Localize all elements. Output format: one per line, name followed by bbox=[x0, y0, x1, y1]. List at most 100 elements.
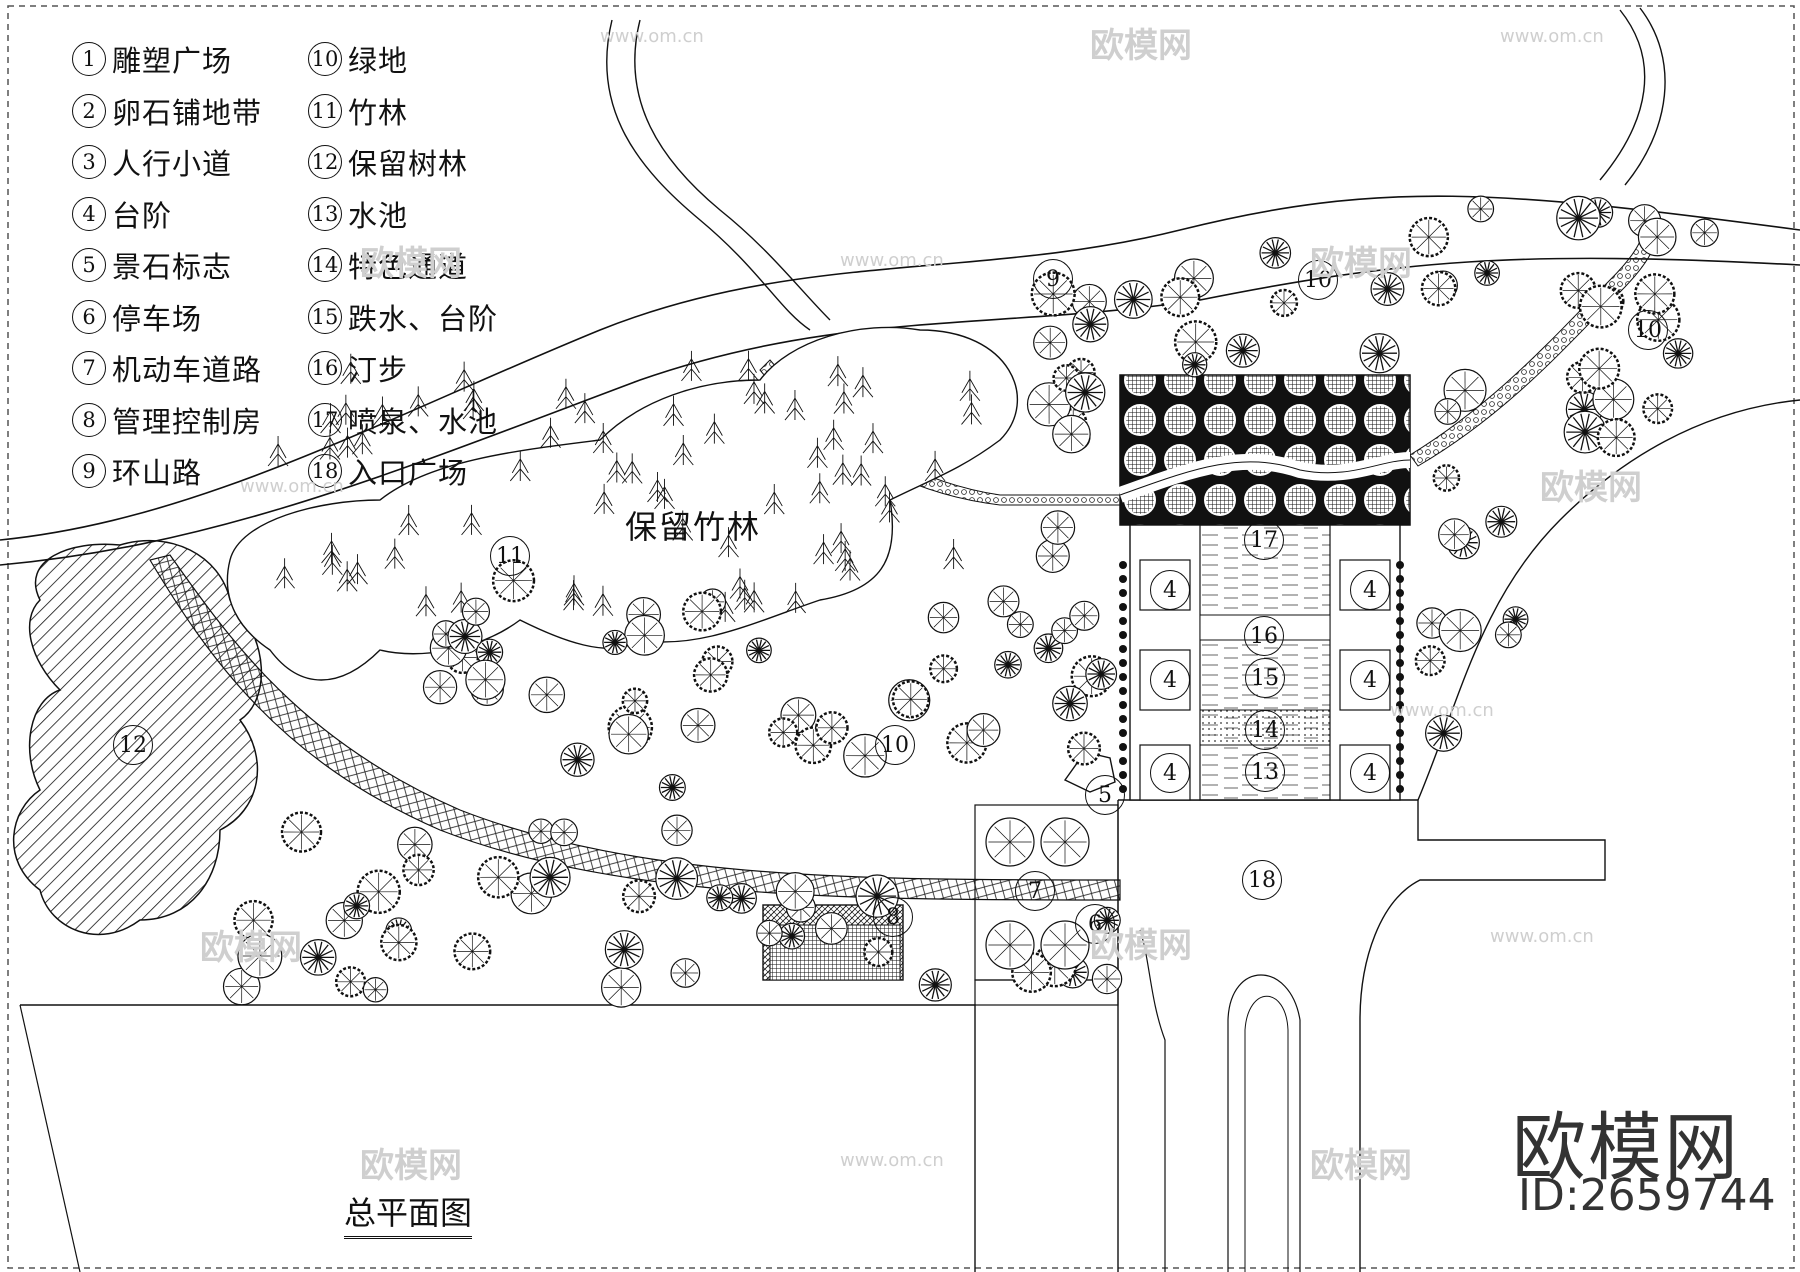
bollard bbox=[1396, 687, 1404, 695]
legend-number: 17 bbox=[308, 402, 342, 437]
bamboo-symbol bbox=[834, 540, 856, 572]
bollard bbox=[1119, 771, 1127, 779]
watermark-brand: 欧模网 bbox=[1512, 1105, 1740, 1191]
callout-marker: 4 bbox=[1350, 753, 1390, 793]
bamboo-symbol bbox=[453, 361, 475, 392]
tree-symbol bbox=[1637, 217, 1677, 257]
bamboo-symbol bbox=[593, 483, 615, 515]
tree-symbol bbox=[1091, 963, 1123, 995]
bollard bbox=[1396, 631, 1404, 639]
tree-symbol bbox=[778, 922, 806, 950]
tree-symbol bbox=[1113, 280, 1153, 319]
bollard bbox=[1396, 743, 1404, 751]
bollard bbox=[1119, 757, 1127, 765]
legend-number: 9 bbox=[72, 454, 106, 488]
tree-symbol bbox=[928, 654, 959, 684]
legend-number: 15 bbox=[308, 299, 342, 334]
tree-symbol bbox=[767, 717, 799, 748]
bamboo-symbol bbox=[415, 586, 437, 617]
bamboo-symbol bbox=[704, 413, 725, 444]
bollard bbox=[1396, 645, 1404, 653]
bamboo-symbol bbox=[850, 455, 872, 486]
bamboo-symbol bbox=[592, 585, 614, 617]
tree-symbol bbox=[621, 687, 649, 715]
callout-marker: 16 bbox=[1244, 616, 1284, 656]
tree-symbol bbox=[528, 676, 566, 714]
legend-label: 人行小道 bbox=[112, 147, 233, 181]
tree-symbol bbox=[1259, 237, 1292, 269]
tree-symbol bbox=[658, 773, 686, 801]
tree-symbol bbox=[624, 614, 665, 656]
tree-symbol bbox=[987, 585, 1020, 618]
bamboo-symbol bbox=[830, 523, 852, 554]
bollard bbox=[1119, 603, 1127, 611]
tree-symbol bbox=[343, 892, 371, 920]
watermark-brand-faint: 欧模网 bbox=[1090, 26, 1192, 66]
bollard bbox=[1396, 701, 1404, 709]
bamboo-symbol bbox=[874, 476, 896, 507]
legend-number: 6 bbox=[72, 299, 106, 334]
callout-marker: 17 bbox=[1244, 520, 1284, 560]
tree-symbol bbox=[529, 856, 571, 898]
tree-symbol bbox=[985, 920, 1035, 970]
bamboo-symbol bbox=[663, 395, 684, 427]
bollard bbox=[1119, 659, 1127, 667]
tree-symbol bbox=[1066, 731, 1102, 766]
tree-symbol bbox=[1420, 270, 1457, 307]
bollard bbox=[1119, 715, 1127, 723]
bamboo-symbol bbox=[852, 367, 874, 398]
tree-symbol bbox=[397, 826, 433, 863]
bamboo-symbol bbox=[335, 394, 357, 426]
tree-symbol bbox=[1085, 658, 1118, 690]
legend-label: 雕塑广场 bbox=[112, 44, 233, 78]
legend-label: 机动车道路 bbox=[112, 353, 263, 387]
tree-symbol bbox=[475, 638, 504, 666]
tree-symbol bbox=[814, 912, 848, 945]
legend-number: 1 bbox=[72, 42, 106, 76]
tree-symbol bbox=[550, 818, 578, 847]
tree-symbol bbox=[706, 884, 734, 912]
tree-symbol bbox=[1578, 284, 1623, 329]
bamboo-symbol bbox=[833, 383, 855, 414]
bamboo-symbol bbox=[734, 579, 756, 611]
bamboo-area-label: 保留竹林 bbox=[625, 508, 762, 546]
bamboo-symbol bbox=[463, 380, 485, 412]
tree-symbol bbox=[604, 930, 644, 970]
tree-symbol bbox=[447, 618, 483, 655]
bamboo-symbol bbox=[924, 450, 946, 482]
bollard bbox=[1396, 785, 1404, 793]
bamboo-symbol bbox=[461, 504, 482, 536]
bamboo-symbol bbox=[961, 394, 982, 425]
watermark-brand-faint: 欧模网 bbox=[1090, 926, 1192, 966]
tree-symbol bbox=[1065, 372, 1106, 413]
tree-symbol bbox=[560, 742, 595, 777]
bamboo-symbol bbox=[672, 510, 694, 541]
tree-symbol bbox=[1467, 195, 1495, 223]
bamboo-symbol bbox=[672, 435, 694, 466]
bamboo-symbol bbox=[729, 568, 751, 599]
callout-marker: 9 bbox=[1033, 259, 1073, 299]
watermark-brand-faint: 欧模网 bbox=[1310, 244, 1412, 284]
tree-symbol bbox=[775, 872, 815, 911]
bamboo-symbol bbox=[384, 538, 406, 569]
tree-symbol bbox=[680, 707, 716, 743]
legend-label: 景石标志 bbox=[112, 250, 233, 284]
tree-symbol bbox=[918, 968, 952, 1002]
watermark-brand-faint: 欧模网 bbox=[1540, 468, 1642, 508]
watermark-url: www.om.cn bbox=[840, 250, 944, 271]
tree-symbol bbox=[299, 939, 337, 976]
bollard bbox=[1119, 561, 1127, 569]
bamboo-symbol bbox=[340, 353, 362, 385]
bamboo-symbol bbox=[784, 390, 806, 421]
tree-symbol bbox=[1662, 338, 1694, 369]
legend-label: 管理控制房 bbox=[112, 404, 263, 439]
